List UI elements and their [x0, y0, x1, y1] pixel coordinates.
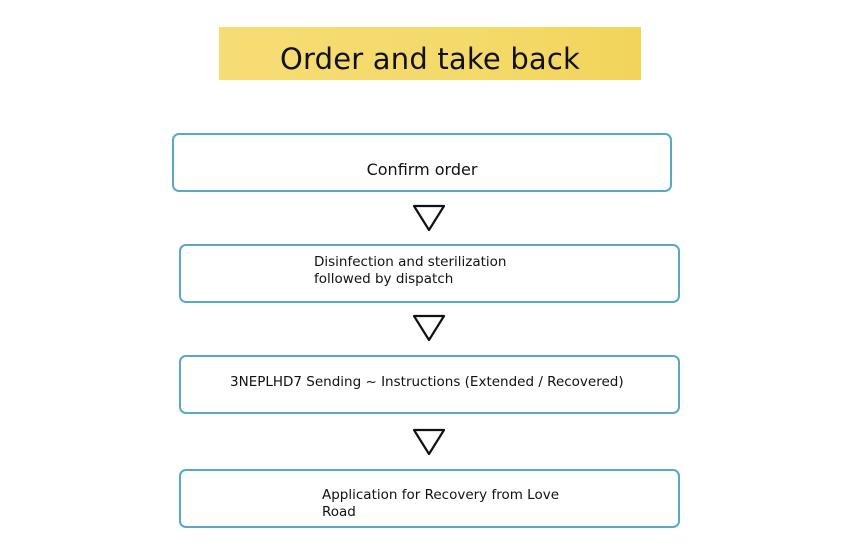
step-label: 3NEPLHD7 Sending ~ Instructions (Extende… [230, 374, 624, 390]
diagram-title: Order and take back [279, 41, 581, 76]
step-box-confirm-order: Confirm order [172, 133, 672, 192]
down-triangle-icon [412, 204, 446, 232]
step-box-recovery-application: Application for Recovery from Love Road [179, 469, 680, 528]
down-triangle-icon [412, 428, 446, 456]
step-box-sending-instructions: 3NEPLHD7 Sending ~ Instructions (Extende… [179, 355, 680, 414]
down-triangle-icon [412, 314, 446, 342]
step-label: Disinfection and sterilization followed … [314, 254, 507, 287]
title-banner: Order and take back [219, 27, 641, 80]
step-label: Application for Recovery from Love Road [322, 487, 560, 520]
step-label: Confirm order [366, 160, 478, 179]
step-box-disinfection: Disinfection and sterilization followed … [179, 244, 680, 303]
